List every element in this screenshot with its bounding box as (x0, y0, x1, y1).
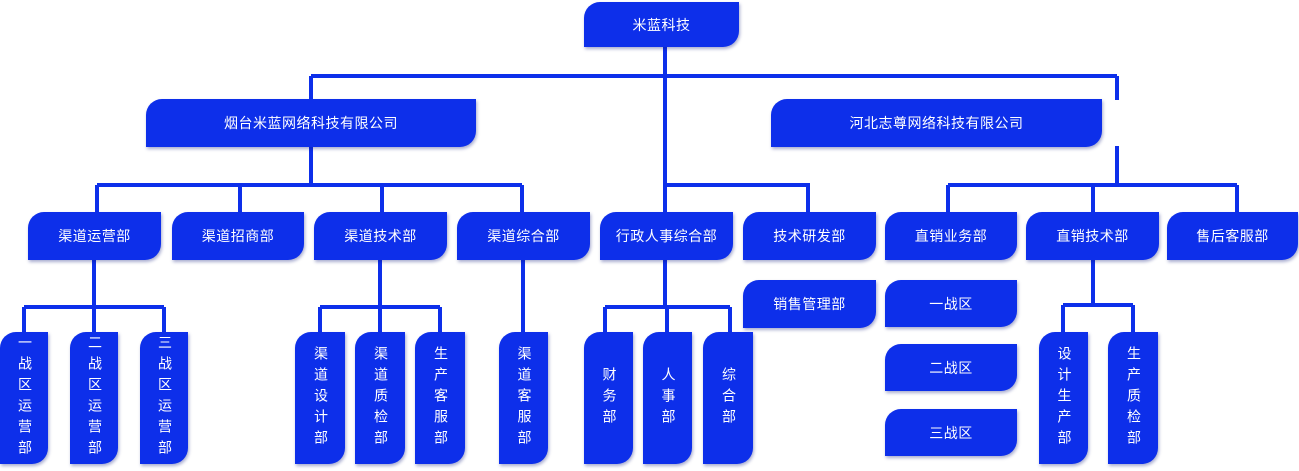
dept-xingzheng-renshi[interactable]: 行政人事综合部 (600, 212, 733, 260)
sub-shengchan-zhijian[interactable]: 生产质检部 (1108, 332, 1158, 464)
dept-jishu-yanfa[interactable]: 技术研发部 (743, 212, 876, 260)
dept-qudao-zonghe[interactable]: 渠道综合部 (457, 212, 590, 260)
sub-shengchan-kefu[interactable]: 生产客服部 (415, 332, 465, 464)
dept-shouhou-kefu[interactable]: 售后客服部 (1167, 212, 1298, 260)
sub-yizhanqu-yunying[interactable]: 一战区运营部 (0, 332, 48, 464)
company-hebei-zhizun[interactable]: 河北志尊网络科技有限公司 (771, 99, 1102, 147)
sub-erzhanqu-yunying[interactable]: 二战区运营部 (70, 332, 118, 464)
dept-qudao-zhaoshang[interactable]: 渠道招商部 (172, 212, 304, 260)
sub-renshi[interactable]: 人事部 (643, 332, 692, 464)
sub-caiwu[interactable]: 财务部 (584, 332, 633, 464)
sub-sheji-shengchan[interactable]: 设计生产部 (1039, 332, 1088, 464)
dept-zhixiao-jishu[interactable]: 直销技术部 (1026, 212, 1159, 260)
company-yantai-milan[interactable]: 烟台米蓝网络科技有限公司 (146, 99, 476, 147)
dept-xiaoshou-guanli[interactable]: 销售管理部 (743, 280, 876, 328)
dept-qudao-jishu[interactable]: 渠道技术部 (314, 212, 447, 260)
dept-zhixiao-yewu[interactable]: 直销业务部 (885, 212, 1017, 260)
sub-zonghe[interactable]: 综合部 (703, 332, 753, 464)
org-root[interactable]: 米蓝科技 (584, 2, 739, 47)
dept-qudao-yunying[interactable]: 渠道运营部 (28, 212, 161, 260)
sub-yizhanqu[interactable]: 一战区 (885, 280, 1017, 327)
sub-qudao-sheji[interactable]: 渠道设计部 (295, 332, 345, 464)
sub-qudao-kefu[interactable]: 渠道客服部 (499, 332, 548, 464)
sub-sanzhanqu-yunying[interactable]: 三战区运营部 (140, 332, 188, 464)
sub-sanzhanqu[interactable]: 三战区 (885, 409, 1017, 456)
sub-qudao-zhijian[interactable]: 渠道质检部 (355, 332, 405, 464)
sub-erzhanqu[interactable]: 二战区 (885, 344, 1017, 391)
